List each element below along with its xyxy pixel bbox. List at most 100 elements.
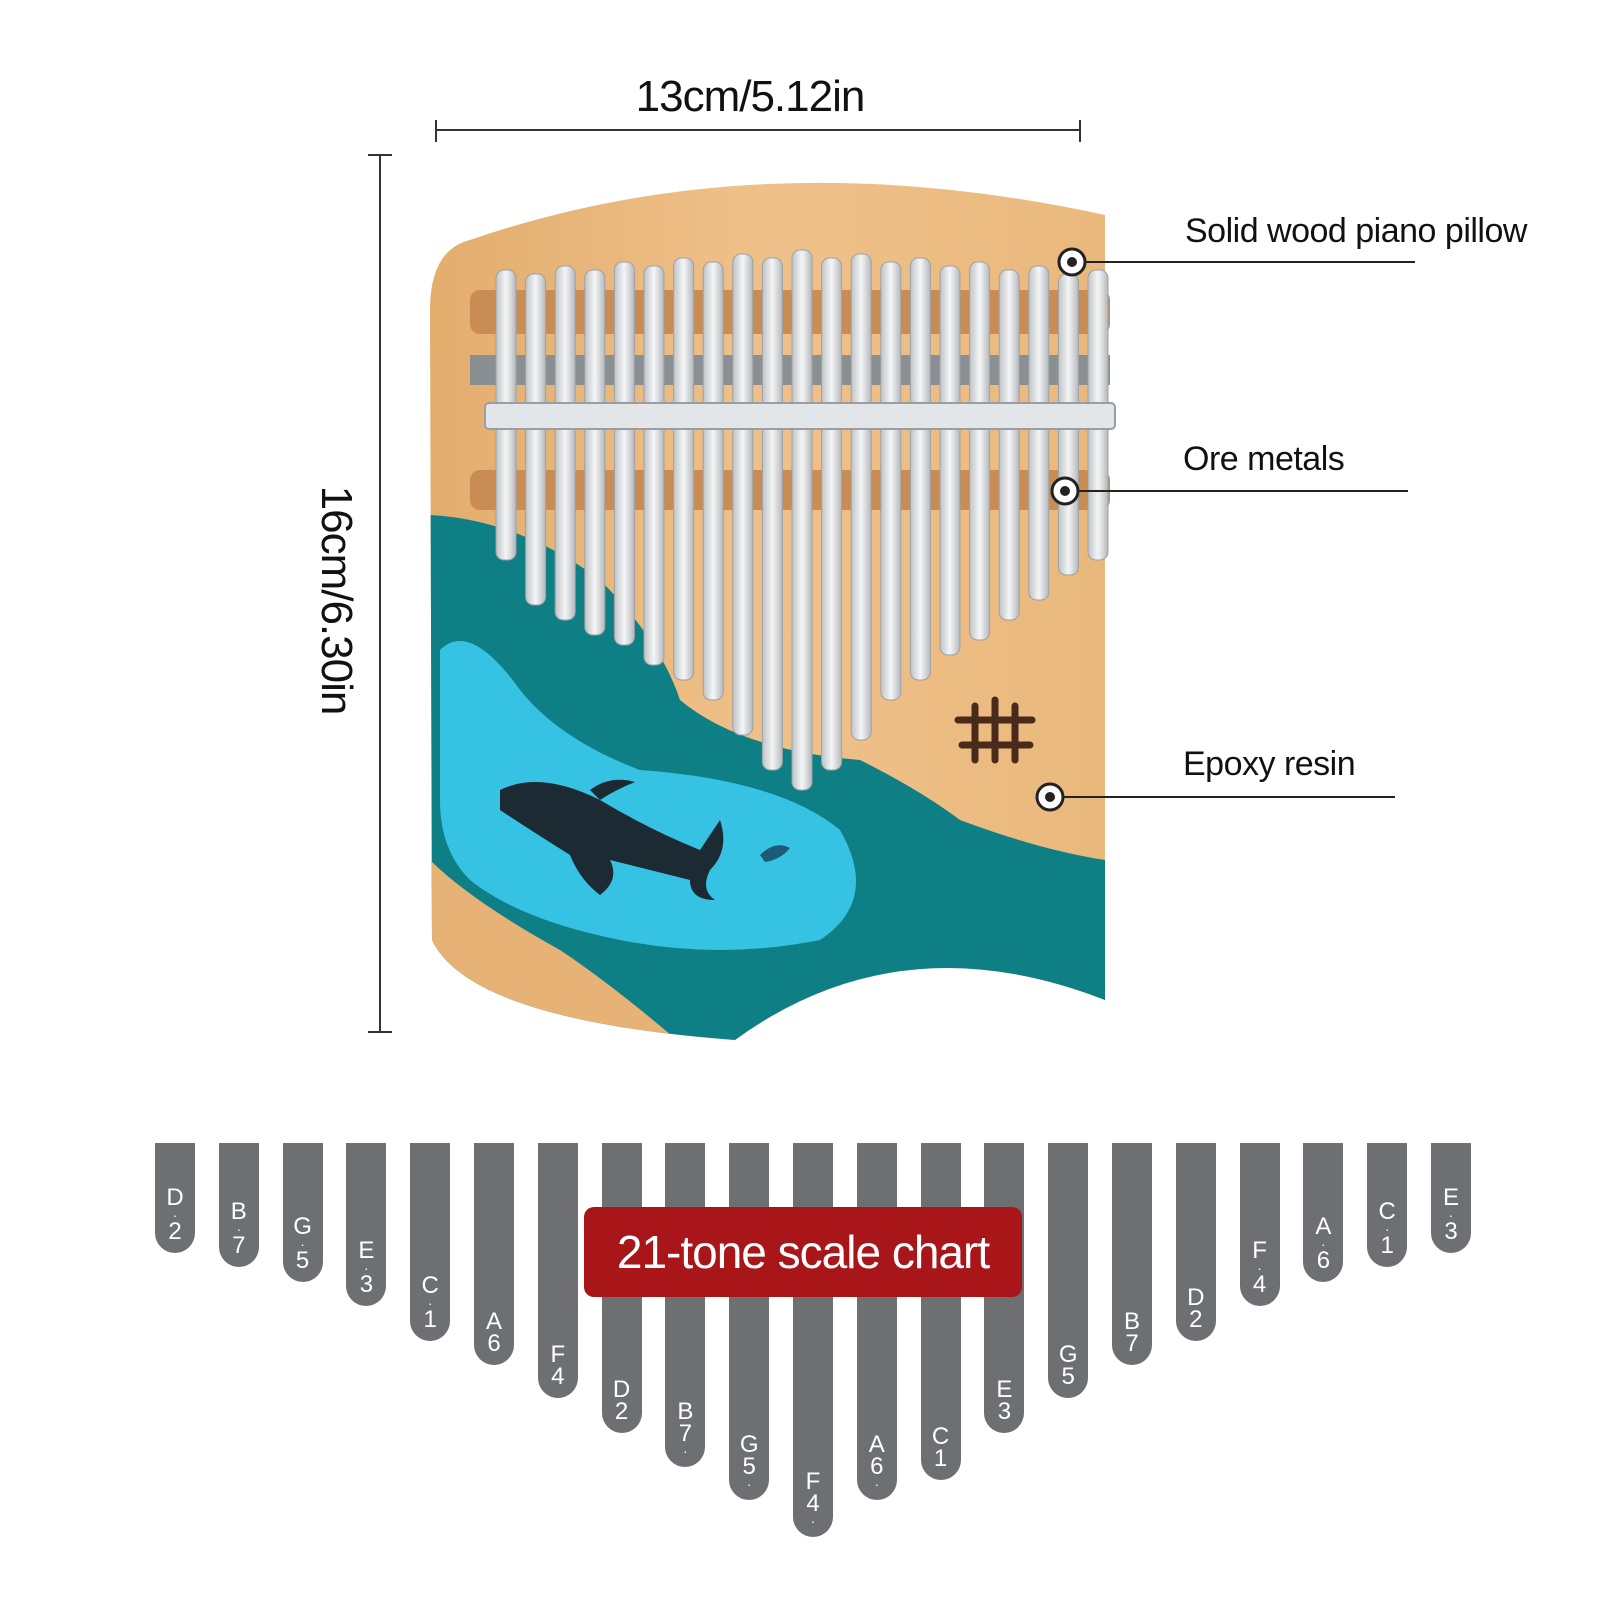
scale-key-note: B: [1123, 1308, 1140, 1335]
scale-key-octave: 3: [359, 1271, 374, 1298]
scale-key: C·1: [1367, 1143, 1408, 1267]
metal-bridge-bar: [484, 402, 1116, 430]
scale-key-octave: 5: [1061, 1363, 1075, 1390]
scale-key: G·5: [282, 1143, 323, 1282]
scale-key-octave: 1: [423, 1306, 437, 1333]
scale-key: F·4: [1239, 1143, 1280, 1306]
scale-key-octave: 6: [870, 1453, 884, 1480]
scale-key-note: C: [1378, 1198, 1396, 1225]
callout-ore-metals: Ore metals: [1183, 440, 1345, 478]
scale-key-octave: 2: [168, 1218, 182, 1245]
kalimba-tine: [761, 257, 783, 771]
scale-key-label: F·4: [1240, 1237, 1280, 1298]
scale-key-note: G: [739, 1431, 759, 1458]
kalimba-tine: [1028, 265, 1050, 601]
scale-key-label: B·7: [219, 1198, 259, 1259]
scale-key-octave: 7: [678, 1420, 693, 1447]
scale-key-note: B: [677, 1398, 694, 1425]
kalimba-illustration: [368, 120, 1415, 1040]
scale-key-octave: 5: [295, 1247, 310, 1274]
scale-key: B·7: [218, 1143, 259, 1267]
scale-key-dot: ·: [300, 1236, 305, 1252]
scale-key-octave: 5: [742, 1453, 756, 1480]
scale-key-octave: 1: [1380, 1232, 1394, 1259]
kalimba-tine: [791, 249, 813, 791]
scale-key-dot: ·: [683, 1443, 688, 1459]
scale-key-dot: ·: [1321, 1236, 1326, 1252]
scale-key-note: D: [166, 1184, 184, 1211]
scale-key-dot: ·: [364, 1260, 369, 1276]
kalimba-tine: [613, 261, 635, 646]
scale-key-octave: 1: [933, 1445, 948, 1472]
scale-key-octave: 7: [232, 1232, 246, 1259]
scale-key-octave: 7: [1125, 1330, 1139, 1357]
scale-key-note: A: [868, 1431, 885, 1458]
kalimba-tine: [998, 269, 1020, 621]
scale-chart-title: 21-tone scale chart: [616, 1226, 990, 1278]
scale-key-label: G·5: [283, 1213, 323, 1274]
scale-key: E·3: [1431, 1143, 1471, 1253]
scale-key-dot: ·: [874, 1476, 880, 1492]
kalimba-tine: [643, 265, 665, 666]
scale-key-dot: ·: [1384, 1221, 1390, 1237]
callout-lines: [1050, 261, 1415, 798]
scale-key-note: G: [1058, 1341, 1078, 1368]
scale-key-octave: 3: [1444, 1218, 1458, 1245]
resin-light-pool: [440, 641, 856, 950]
scale-key-label: C·1: [1367, 1198, 1407, 1259]
scale-key: E·3: [346, 1143, 387, 1306]
kalimba-tine: [673, 257, 695, 681]
scale-key-octave: 6: [1316, 1247, 1331, 1274]
scale-key-dot: ·: [236, 1221, 242, 1237]
kalimba-tine: [702, 261, 724, 701]
kalimba-tine: [584, 269, 606, 636]
scale-chart-banner: 21-tone scale chart: [584, 1207, 1022, 1297]
scale-key-note: F: [805, 1468, 821, 1495]
scale-key-dot: ·: [427, 1295, 433, 1311]
scale-key-label: C·1: [410, 1272, 450, 1333]
scale-key-note: F: [1252, 1237, 1267, 1264]
scale-key-label: A·6: [1303, 1213, 1343, 1274]
scale-key-note: A: [1315, 1213, 1332, 1240]
scale-key-note: B: [230, 1198, 247, 1225]
width-dimension-label: 13cm/5.12in: [635, 72, 866, 121]
scale-key-note: A: [485, 1308, 502, 1335]
kalimba-tine: [821, 257, 843, 771]
scale-key-dot: ·: [810, 1513, 816, 1529]
scale-key-octave: 2: [614, 1398, 629, 1425]
scale-key-octave: 3: [997, 1398, 1012, 1425]
width-dimension-line: [435, 120, 1081, 142]
scale-key-note: D: [1187, 1284, 1205, 1311]
scale-key-note: G: [293, 1213, 312, 1240]
scale-key-label: D·2: [155, 1184, 195, 1245]
scale-key-label: E·3: [1431, 1184, 1471, 1245]
brand-logo: [954, 696, 1036, 764]
kalimba-tine: [880, 261, 902, 701]
scale-key-note: E: [1442, 1184, 1459, 1211]
whale-silhouette: [500, 779, 724, 900]
scale-key-label: E·3: [346, 1239, 386, 1298]
scale-key-dot: ·: [1257, 1260, 1262, 1276]
kalimba-tine: [525, 273, 547, 606]
callout-markers: [1035, 247, 1087, 812]
callout-epoxy-resin: Epoxy resin: [1183, 745, 1356, 783]
scale-key-octave: 4: [1252, 1271, 1267, 1298]
scale-key-note: E: [996, 1376, 1013, 1403]
scale-key-note: C: [421, 1272, 439, 1299]
scale-key-octave: 6: [487, 1330, 501, 1357]
